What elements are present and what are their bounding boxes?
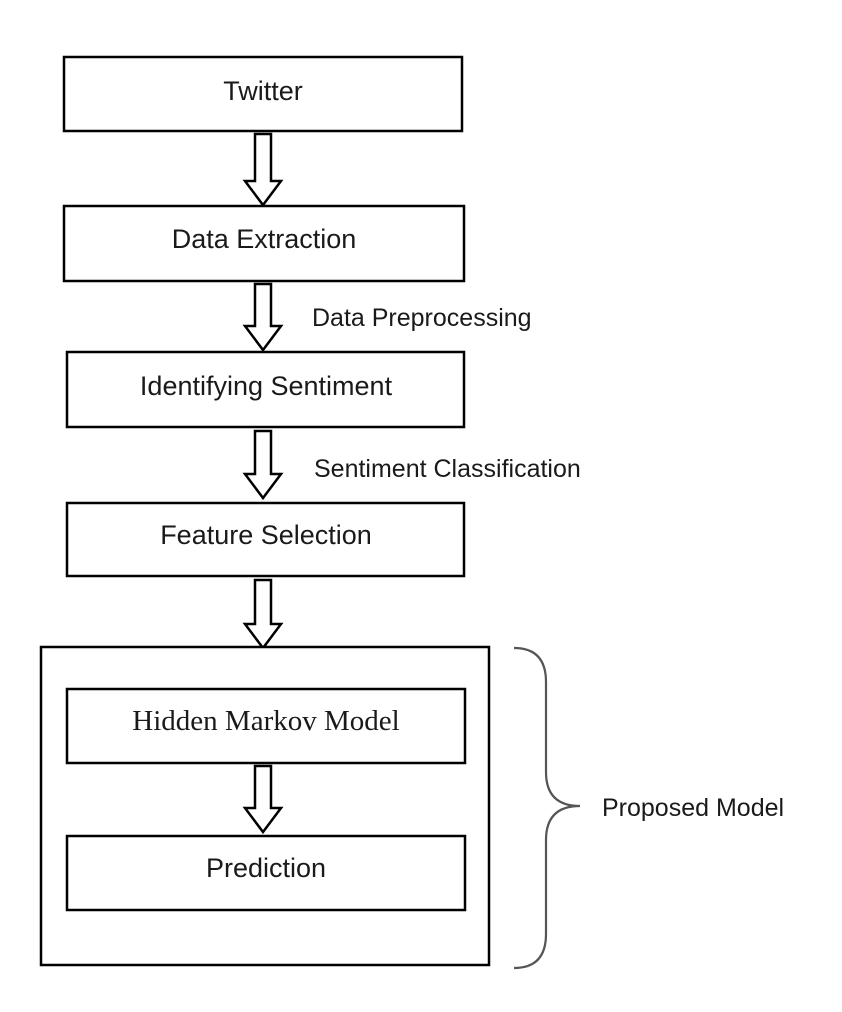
- node-prediction: Prediction: [65, 834, 467, 912]
- node-prediction-label: Prediction: [206, 853, 326, 883]
- arrow-twitter-to-extraction: [242, 132, 284, 208]
- node-data-extraction-label: Data Extraction: [172, 224, 357, 254]
- arrow-sentiment-to-feature: [242, 429, 284, 501]
- edge-label-sentiment-classification: Sentiment Classification: [314, 455, 581, 483]
- arrow-extraction-to-sentiment: [242, 282, 284, 353]
- node-twitter-label: Twitter: [223, 76, 303, 106]
- node-identifying-sentiment-label: Identifying Sentiment: [140, 371, 393, 401]
- proposed-model-label: Proposed Model: [602, 794, 784, 822]
- node-feature-selection: Feature Selection: [65, 501, 466, 578]
- node-hidden-markov-model: Hidden Markov Model: [65, 687, 467, 765]
- arrow-feature-to-model: [242, 578, 284, 651]
- node-twitter: Twitter: [62, 55, 464, 133]
- node-feature-selection-label: Feature Selection: [160, 520, 372, 550]
- proposed-model-group: Hidden Markov Model Prediction: [39, 645, 491, 967]
- arrow-hmm-to-prediction: [242, 764, 284, 835]
- node-hidden-markov-model-label: Hidden Markov Model: [132, 705, 399, 737]
- curly-brace: [513, 646, 581, 970]
- edge-label-data-preprocessing: Data Preprocessing: [312, 304, 532, 332]
- node-identifying-sentiment: Identifying Sentiment: [65, 350, 466, 429]
- node-data-extraction: Data Extraction: [62, 204, 466, 283]
